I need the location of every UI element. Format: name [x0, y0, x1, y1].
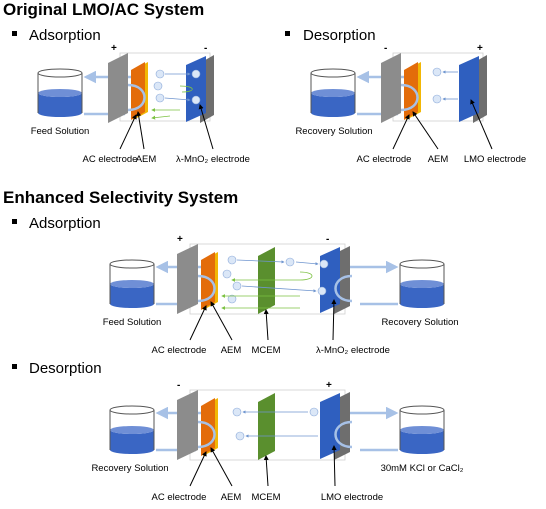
panel-enhanced-adsorption: Feed Solution Recovery Solution + - — [103, 234, 459, 356]
electrode-sign: + — [177, 234, 183, 245]
flow-loop — [127, 83, 146, 112]
panel-heading-desorption: Desorption — [29, 360, 102, 377]
aem-label: AEM — [428, 154, 449, 165]
ion-bubble — [155, 93, 165, 103]
panel-heading-adsorption: Adsorption — [29, 27, 101, 44]
panel-original-desorption: Recovery Solution - + AC electrode AEM L… — [295, 43, 526, 165]
ion-bubble — [191, 69, 201, 79]
feed-tank — [109, 259, 155, 308]
ion-bubble — [191, 95, 201, 105]
lmo-electrode-label: LMO electrode — [464, 154, 526, 165]
ac-electrode-label: AC electrode — [152, 345, 207, 356]
bullet-icon — [285, 31, 290, 36]
feed-solution-label: Feed Solution — [31, 126, 90, 137]
ac-electrode-plate — [177, 244, 198, 314]
mcem-label: MCEM — [251, 345, 280, 356]
section-title-enhanced: Enhanced Selectivity System — [3, 188, 238, 207]
lmo-electrode-plate — [459, 56, 479, 122]
electrode-sign: + — [477, 43, 483, 54]
bullet-icon — [12, 219, 17, 224]
lambda-mno2-electrode-label: λ-MnO₂ electrode — [316, 345, 390, 356]
recovery-tank — [109, 405, 155, 454]
ion-bubble — [432, 67, 442, 77]
electrode-sign: + — [111, 43, 117, 54]
bullet-icon — [12, 364, 17, 369]
ion-bubble — [285, 257, 295, 267]
panel-original-adsorption: Feed Solution + - AC electrode AEM — [31, 43, 250, 165]
anion-arrow — [179, 85, 193, 93]
section-title-original: Original LMO/AC System — [3, 0, 204, 19]
electrode-sign: - — [384, 43, 387, 54]
aem-label: AEM — [136, 154, 157, 165]
recovery-tank — [399, 259, 445, 308]
ac-electrode-label: AC electrode — [152, 492, 207, 503]
mcem-membrane — [258, 393, 275, 460]
lambda-mno2-electrode-plate — [320, 247, 340, 313]
ac-electrode-plate — [177, 390, 198, 460]
ion-bubble — [319, 259, 329, 269]
anion-arrow — [151, 115, 171, 120]
ion-bubble — [155, 69, 165, 79]
aem-label: AEM — [221, 345, 242, 356]
ac-electrode-label: AC electrode — [83, 154, 138, 165]
panel-heading-desorption: Desorption — [303, 27, 376, 44]
panel-heading-adsorption: Adsorption — [29, 215, 101, 232]
ac-electrode-plate — [381, 53, 401, 123]
bullet-icon — [12, 31, 17, 36]
salt-solution-label: 30mM KCl or CaCl₂ — [381, 463, 464, 474]
panel-enhanced-desorption: Recovery Solution 30mM KCl or CaCl₂ - + — [91, 380, 463, 503]
aem-label: AEM — [221, 492, 242, 503]
ac-electrode-plate — [108, 53, 128, 123]
electrode-sign: - — [204, 43, 207, 54]
lambda-mno2-electrode-plate — [186, 56, 206, 122]
ion-bubble — [227, 255, 237, 265]
lambda-mno2-electrode-label: λ-MnO₂ electrode — [176, 154, 250, 165]
recovery-solution-label: Recovery Solution — [295, 126, 372, 137]
feed-solution-label: Feed Solution — [103, 317, 162, 328]
ion-bubble — [317, 286, 327, 296]
recovery-solution-label: Recovery Solution — [381, 317, 458, 328]
salt-solution-tank — [399, 405, 445, 454]
electrode-sign: - — [326, 234, 329, 245]
recovery-solution-label: Recovery Solution — [91, 463, 168, 474]
ion-bubble — [309, 407, 319, 417]
electrode-sign: - — [177, 380, 180, 391]
electrode-sign: + — [326, 380, 332, 391]
recovery-tank — [310, 68, 356, 117]
ion-bubble — [235, 431, 245, 441]
ion-bubble — [232, 281, 242, 291]
mcem-label: MCEM — [251, 492, 280, 503]
mcem-membrane — [258, 247, 275, 314]
ion-bubble — [227, 294, 237, 304]
ac-electrode-label: AC electrode — [357, 154, 412, 165]
ion-bubble — [222, 269, 232, 279]
lmo-electrode-plate — [320, 393, 340, 459]
ion-bubble — [153, 81, 163, 91]
ion-bubble — [432, 94, 442, 104]
ion-bubble — [232, 407, 242, 417]
lmo-electrode-label: LMO electrode — [321, 492, 383, 503]
feed-tank — [37, 68, 83, 117]
